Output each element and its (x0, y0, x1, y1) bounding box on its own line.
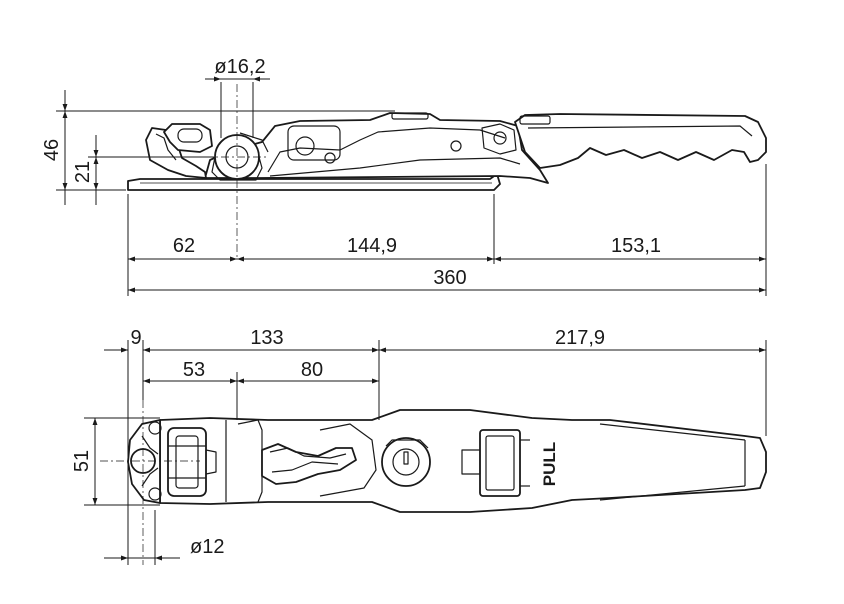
dim-133: 133 (250, 327, 283, 349)
dim-middle: 144,9 (347, 235, 397, 257)
top-lock-cylinder (381, 437, 431, 487)
dim-top-handle: 217,9 (555, 327, 605, 349)
dim-hole-diameter: ø12 (190, 536, 224, 558)
dim-overall-height: 46 (41, 139, 63, 161)
dim-53: 53 (183, 359, 205, 381)
dim-end: 9 (130, 327, 141, 349)
dim-overall-length: 360 (433, 267, 466, 289)
dim-handle-length: 153,1 (611, 235, 661, 257)
side-view: ø16,2 46 21 62 144,9 153,1 360 (41, 56, 767, 296)
dim-width: 51 (71, 450, 93, 472)
dim-pin-height: 21 (72, 161, 94, 183)
handle-lever (514, 113, 767, 169)
top-clamp-block (167, 427, 207, 497)
dim-80: 80 (301, 359, 323, 381)
pull-label: PULL (540, 442, 559, 486)
hook-front (145, 127, 207, 179)
dim-pin-offset: 62 (173, 235, 195, 257)
latch-body (204, 112, 549, 184)
top-outline (159, 409, 767, 513)
dim-pin-diameter: ø16,2 (214, 56, 265, 78)
top-view: PULL 9 133 217,9 53 80 51 ø12 (71, 327, 767, 565)
